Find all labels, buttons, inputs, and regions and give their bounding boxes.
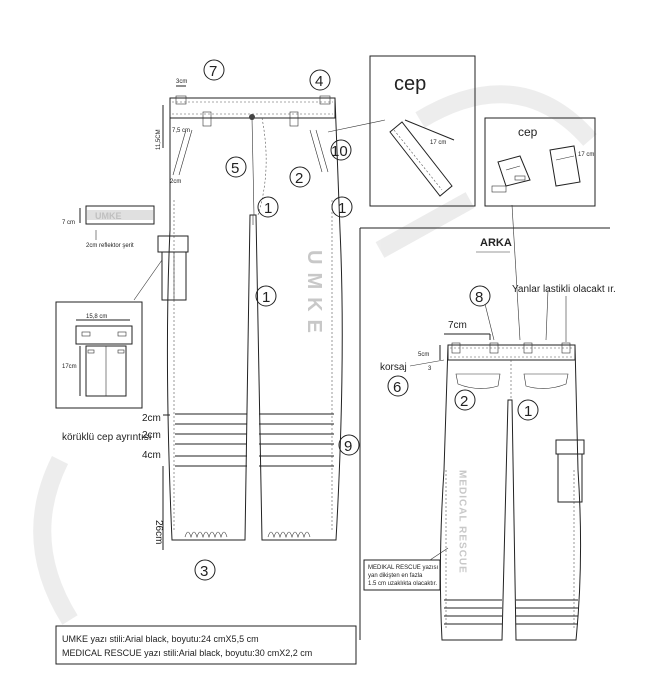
mark-1a: 1 — [264, 200, 272, 217]
pocket-detail-box-1: cep 17 cm — [327, 55, 476, 207]
mark-2: 2 — [295, 170, 303, 187]
mark-8: 8 — [475, 289, 483, 306]
back-view-panel: ARKA MEDICAL RESCUE 8 6 2 1 Yanlar lasti… — [359, 204, 616, 641]
korsaj-label: korsaj — [380, 362, 407, 373]
reflective-bands — [175, 413, 334, 467]
dim-2cm: 2cm — [170, 179, 181, 185]
mark-1c: 1 — [262, 289, 270, 306]
cep-title-1: cep — [394, 73, 426, 95]
footer-medical-note: MEDICAL RESCUE yazı stili:Arial black, b… — [62, 648, 312, 658]
lastik-note: Yanlar lastikli olacakt ır. — [512, 284, 616, 295]
reflector-label: 2cm reflektor şerit — [86, 243, 134, 249]
mark-3: 3 — [200, 563, 208, 580]
dim-band-2: 2cm — [142, 430, 161, 441]
back-dim-7cm: 7cm — [448, 320, 467, 331]
umke-vertical-text: UMKE — [303, 250, 325, 341]
front-dimensions: 3cm 11,5CM 7,5 cm 2cm 2cm 2cm 4cm 26cm — [142, 79, 190, 550]
cep-title-2: cep — [518, 125, 538, 139]
front-marks: 7 4 10 5 2 1 1 1 9 3 — [194, 59, 360, 581]
box2-dim-small: 17 cm — [578, 152, 594, 158]
pocket-detail-box-2: cep 17 cm — [484, 117, 596, 207]
back-dim-5cm: 5cm — [418, 352, 429, 358]
dim-17cm: 17cm — [62, 364, 77, 370]
dim-7cm: 7 cm — [62, 220, 75, 226]
umke-patch: UMKE 7 cm 2cm reflektor şerit — [62, 205, 155, 249]
mark-1b: 1 — [338, 200, 346, 217]
front-cargo-pocket — [133, 235, 189, 301]
dim-15-8cm: 15,8 cm — [86, 314, 107, 320]
mark-5: 5 — [231, 160, 239, 177]
mark-7: 7 — [209, 63, 217, 80]
medical-note-3: 1.5 cm uzaklıkta olacaktır. — [368, 581, 437, 587]
medical-note-2: yan dikişten en fazla — [368, 573, 423, 579]
mark-2b: 2 — [460, 393, 468, 410]
dim-band-3: 4cm — [142, 450, 161, 461]
medical-rescue-vertical-text: MEDICAL RESCUE — [457, 470, 468, 574]
medical-note-1: MEDIKAL RESCUE yazısı — [368, 565, 438, 571]
bellows-pocket-label: körüklü cep ayrıntısı — [62, 432, 151, 443]
mark-4: 4 — [315, 73, 323, 90]
dim-26cm: 26cm — [153, 520, 164, 544]
bellows-pocket-detail: 15,8 cm 17cm körüklü cep ayrıntısı — [55, 301, 151, 443]
dim-3cm: 3cm — [176, 79, 187, 85]
mark-1d: 1 — [524, 403, 532, 420]
dim-7-5cm: 7,5 cm — [172, 128, 190, 134]
arka-title: ARKA — [480, 237, 512, 249]
back-dim-3: 3 — [428, 366, 432, 372]
mark-10: 10 — [331, 143, 348, 160]
umke-patch-text: UMKE — [95, 211, 122, 221]
front-pants: UMKE — [166, 95, 343, 541]
footer-umke-note: UMKE yazı stili:Arial black, boyutu:24 c… — [62, 634, 259, 644]
mark-9: 9 — [344, 438, 352, 455]
dim-11-5cm: 11,5CM — [156, 129, 162, 150]
dim-band-1: 2cm — [142, 413, 161, 424]
dim-pocket-17cm: 17 cm — [430, 140, 446, 146]
watermark — [33, 85, 597, 625]
mark-6: 6 — [393, 379, 401, 396]
footer-box: UMKE yazı stili:Arial black, boyutu:24 c… — [55, 625, 357, 665]
